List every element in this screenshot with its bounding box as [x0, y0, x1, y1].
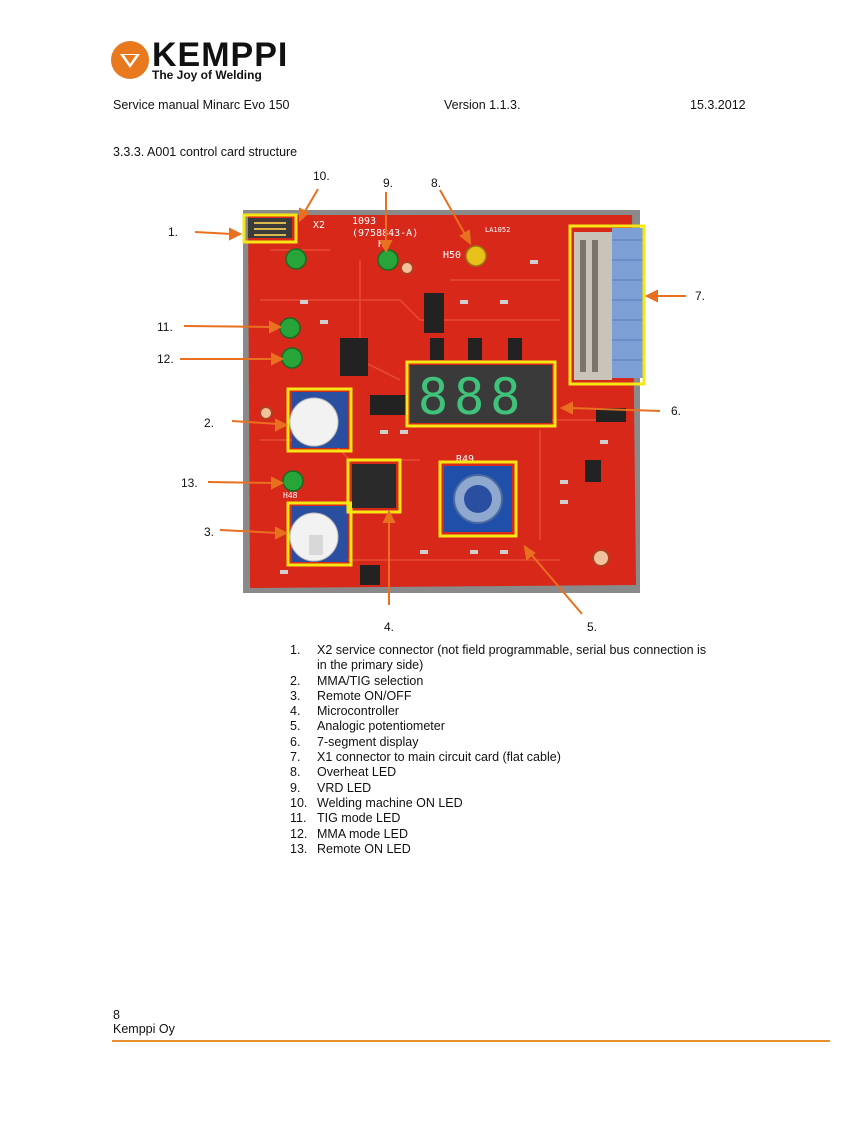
- legend-item-number: 7.: [290, 750, 301, 765]
- legend-item-text: Remote ON LED: [317, 841, 411, 856]
- callout-arrows: [180, 188, 686, 615]
- mma-mode-led: [281, 347, 303, 369]
- legend-item-number: 1.: [290, 643, 301, 657]
- legend-item-number: 9.: [290, 780, 301, 795]
- legend-item: 7. X1 connector to main circuit card (fla…: [290, 750, 710, 765]
- smd-components: [340, 293, 626, 585]
- legend-item-number: 8.: [290, 765, 301, 780]
- legend-item-number: 13.: [290, 841, 308, 856]
- legend-item-text: VRD LED: [317, 780, 372, 795]
- seven-segment-display: [410, 365, 552, 423]
- vrd-led: [377, 249, 399, 271]
- callout-2: 2.: [204, 416, 214, 430]
- callout-10: 10.: [313, 169, 330, 183]
- seven-segment-digits: 888: [418, 368, 526, 426]
- highlight-mma-tig-switch: [286, 387, 353, 453]
- legend-item-text: X2 service connector (not field programm…: [317, 643, 707, 673]
- highlight-potentiometer: [438, 460, 518, 538]
- legend-item: 5. Analogic potentiometer: [290, 719, 710, 734]
- page-number: 8: [113, 1008, 120, 1022]
- silk-x2: X2: [313, 220, 325, 231]
- legend-item-text: Analogic potentiometer: [317, 719, 445, 734]
- callout-6: 6.: [671, 404, 681, 418]
- microcontroller-chip: [352, 464, 396, 508]
- legend-item: 12. MMA mode LED: [290, 827, 710, 842]
- footer-rule: [112, 1040, 830, 1042]
- callout-4: 4.: [384, 620, 394, 634]
- legend-item-number: 6.: [290, 734, 301, 749]
- tig-mode-led: [279, 317, 301, 339]
- callout-13: 13.: [181, 476, 198, 490]
- callout-1: 1.: [168, 225, 178, 239]
- control-card-figure: X2 1093 (9758843-A) H6 H50 LA1052 R49 H4…: [157, 169, 705, 634]
- logo-wordmark: KEMPPI: [152, 36, 289, 74]
- kemppi-logo: KEMPPI The Joy of Welding: [110, 38, 287, 84]
- welding-on-led: [285, 248, 307, 270]
- legend-item: 11. TIG mode LED: [290, 811, 710, 826]
- mma-tig-switch-knob: [289, 397, 339, 447]
- legend-item: 8. Overheat LED: [290, 765, 710, 780]
- legend-item-text: TIG mode LED: [317, 811, 401, 826]
- kemppi-logo-icon: [111, 41, 149, 79]
- legend-item-text: Overheat LED: [317, 765, 397, 780]
- section-title: 3.3.3. A001 control card structure: [113, 145, 298, 159]
- highlight-seven-segment: [405, 360, 557, 428]
- legend-item-text: 7-segment display: [317, 734, 419, 749]
- silk-la: LA1052: [485, 226, 510, 234]
- resistors: [280, 260, 608, 574]
- legend-item: 10. Welding machine ON LED: [290, 796, 710, 811]
- legend-item: 6. 7-segment display: [290, 735, 710, 750]
- doc-title: Service manual Minarc Evo 150: [113, 98, 290, 112]
- legend-item-text: X1 connector to main circuit card (flat …: [317, 750, 561, 765]
- legend-item: 3. Remote ON/OFF: [290, 689, 710, 704]
- legend-item-number: 11.: [290, 811, 307, 826]
- flat-cable: [612, 228, 644, 378]
- legend-item-number: 10.: [290, 795, 308, 810]
- legend-item-text: MMA mode LED: [317, 826, 409, 841]
- highlight-x1-connector: [568, 224, 646, 386]
- legend-item-text: Microcontroller: [317, 704, 399, 719]
- legend-item-text: MMA/TIG selection: [317, 673, 424, 688]
- company-name: Kemppi Oy: [113, 1022, 175, 1036]
- silk-h48: H48: [283, 491, 298, 500]
- legend-item-number: 3.: [290, 688, 301, 703]
- legend-item-text: Welding machine ON LED: [317, 795, 463, 810]
- logo-tagline: The Joy of Welding: [152, 68, 262, 82]
- remote-on-led: [282, 470, 304, 492]
- legend-item-number: 12.: [290, 826, 308, 841]
- legend-item-number: 5.: [290, 719, 301, 734]
- callout-9: 9.: [383, 176, 393, 190]
- legend-item-text: Remote ON/OFF: [317, 688, 412, 703]
- legend-item: 4. Microcontroller: [290, 704, 710, 719]
- callout-3: 3.: [204, 525, 214, 539]
- callout-12: 12.: [157, 352, 174, 366]
- silk-r49: R49: [456, 454, 474, 465]
- legend-item-number: 4.: [290, 704, 301, 719]
- overheat-led: [465, 245, 487, 267]
- silk-part: 1093: [352, 216, 376, 227]
- legend-list: 1. X2 service connector (not field progra…: [290, 643, 710, 857]
- highlight-remote-switch: [286, 501, 353, 567]
- legend-item: 13. Remote ON LED: [290, 842, 710, 857]
- highlight-x2-connector: [242, 213, 298, 244]
- callout-11: 11.: [157, 320, 173, 334]
- highlight-microcontroller: [346, 458, 402, 514]
- mounting-holes: [259, 261, 616, 567]
- silk-h50: H50: [443, 250, 461, 261]
- doc-version: Version 1.1.3.: [444, 98, 521, 112]
- doc-date: 15.3.2012: [690, 98, 746, 112]
- callout-7: 7.: [695, 289, 705, 303]
- callout-5: 5.: [587, 620, 597, 634]
- legend-item: 2. MMA/TIG selection: [290, 674, 710, 689]
- legend-item-number: 2.: [290, 673, 301, 688]
- legend-item: 1. X2 service connector (not field progra…: [290, 643, 710, 674]
- callout-8: 8.: [431, 176, 441, 190]
- legend-item: 9. VRD LED: [290, 781, 710, 796]
